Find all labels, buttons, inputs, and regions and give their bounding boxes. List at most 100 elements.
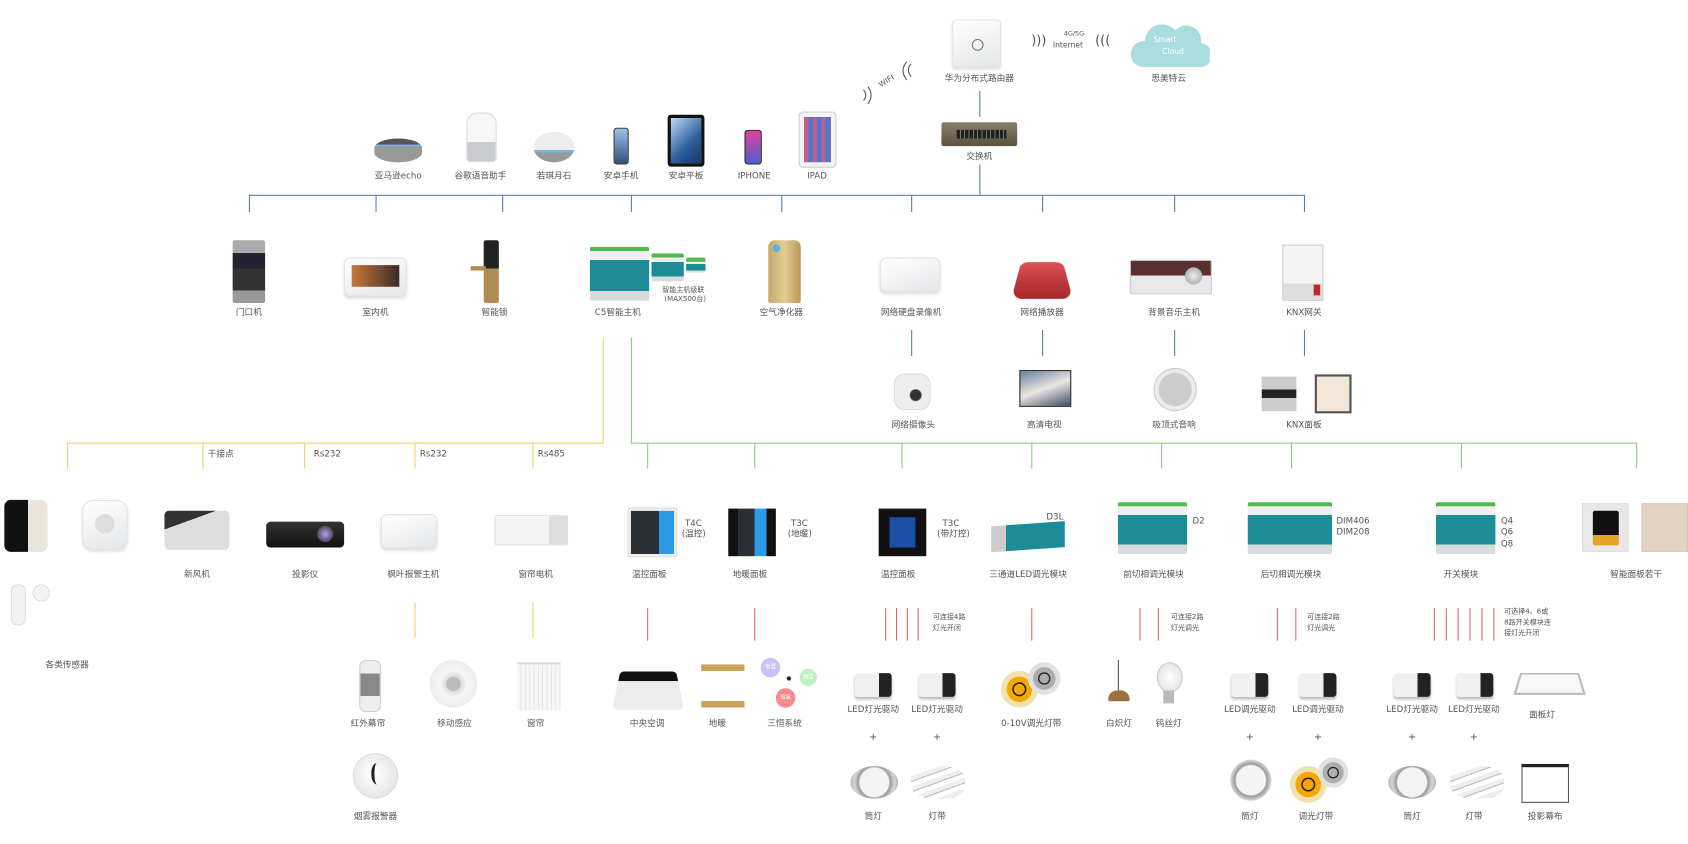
led-driver-image	[854, 673, 892, 697]
network-sub-label: 高清电视	[1026, 419, 1062, 430]
c5-host-image	[589, 246, 650, 301]
curtain-image	[517, 662, 561, 710]
sensors-label: 各类传感器	[45, 660, 89, 670]
endpoint-label: LED灯光驱动	[1448, 704, 1500, 715]
module-drop	[1460, 442, 1463, 469]
led-strip-image	[1450, 766, 1505, 799]
sanheng-node: 恒温	[760, 657, 781, 678]
sub-link	[1174, 330, 1176, 357]
plus-sign: +	[1313, 732, 1323, 744]
endpoint-label: LED灯光驱动	[911, 704, 963, 715]
ip-camera-image	[893, 373, 931, 411]
router-switch-link	[979, 90, 981, 117]
network-sub-label: KNX面板	[1286, 419, 1322, 430]
cloud-text-cloud: Cloud	[1162, 47, 1184, 57]
dimming-strip-image	[1317, 757, 1349, 788]
c5-module-bus	[630, 337, 633, 444]
channel-note: 灯光调光	[1170, 623, 1199, 632]
switch-image	[941, 122, 1018, 147]
model-label: (地暖)	[787, 529, 812, 539]
led-strip-image	[911, 766, 966, 799]
load-line	[532, 602, 534, 638]
c5-cascade-image	[651, 253, 684, 282]
model-label: DIM208	[1336, 526, 1370, 537]
bus-drop	[248, 194, 251, 213]
endpoint-label: LED灯光驱动	[1386, 704, 1438, 715]
plus-sign: +	[1245, 732, 1254, 744]
field-device-label: 新风机	[183, 569, 210, 579]
bus-label: Rs485	[537, 449, 565, 459]
light-label: 筒灯	[1403, 811, 1421, 822]
led-driver-image	[1393, 673, 1431, 697]
client-label: IPHONE	[737, 170, 771, 181]
signal-out-icon: )))	[1031, 32, 1047, 48]
network-device-label: KNX网关	[1286, 307, 1322, 318]
sub-link	[1042, 330, 1044, 357]
indoor-monitor-image	[344, 257, 407, 297]
light-label: 筒灯	[864, 811, 882, 822]
field-device-label: 投影仪	[292, 569, 319, 579]
load-line	[1295, 608, 1297, 641]
client-label: 亚马逊echo	[374, 170, 422, 181]
load-line	[1276, 608, 1279, 641]
module-drop	[1031, 442, 1033, 469]
light-label: 灯带	[1465, 811, 1483, 822]
bus-drop	[781, 194, 783, 213]
channel-note: 8路开关模块连	[1504, 617, 1551, 627]
network-player-image	[1011, 262, 1073, 299]
sub-link	[1303, 330, 1306, 357]
model-label: T3C	[942, 518, 960, 529]
model-label: D3L	[1046, 511, 1064, 522]
channel-note: 可选择4、6或	[1504, 607, 1549, 616]
smart-touch-panel-image	[1582, 503, 1629, 552]
c5-cascade-image	[686, 257, 706, 273]
led-driver-image	[1456, 673, 1494, 697]
led-strip-reel-image	[1027, 662, 1061, 695]
module-drop	[1636, 442, 1638, 469]
channel-note: 可连接2路	[1170, 612, 1204, 622]
field-device-label: 开关模块	[1443, 569, 1479, 579]
switch-bus-link	[979, 164, 981, 195]
d2-module-image	[1117, 502, 1188, 555]
led-dimming-driver-image	[1231, 673, 1269, 697]
tv-image	[1019, 370, 1072, 407]
network-device-label: 室内机	[362, 307, 389, 318]
downlight-image	[1388, 766, 1436, 799]
light-label: 灯带	[928, 811, 946, 822]
iphone-image	[744, 129, 762, 165]
light-label: 投影幕布	[1527, 811, 1563, 822]
android-tablet-image	[667, 114, 705, 167]
smart-key-panel-image	[1641, 503, 1688, 552]
ir-curtain-sensor-image	[359, 660, 381, 713]
channel-note: 灯光调光	[1307, 623, 1336, 632]
client-label: IPAD	[807, 170, 827, 181]
smart-lock-image	[470, 240, 499, 303]
module-drop	[754, 442, 756, 469]
load-line	[1493, 608, 1495, 641]
client-label: 谷歌语音助手	[454, 170, 507, 181]
endpoint-label: 红外幕帘	[350, 718, 386, 729]
bus-drop	[1174, 194, 1176, 213]
channel-note: 可连接4路	[932, 612, 966, 622]
c5-cascade-limit: (MAX500台)	[664, 294, 707, 303]
endpoint-label: LED调光驱动	[1292, 704, 1344, 715]
serial-drop	[304, 442, 306, 469]
knx-touch-panel-image	[1314, 374, 1352, 414]
c5-cascade-label: 智能主机级联	[662, 285, 705, 295]
knx-switch-panel-image	[1261, 376, 1297, 412]
network-device-label: 网络硬盘录像机	[880, 307, 942, 318]
bus-drop	[911, 194, 913, 213]
channel-note: 接灯光开闭	[1504, 628, 1540, 638]
door-station-image	[232, 240, 266, 303]
d3l-module-image	[991, 521, 1065, 553]
cloud-icon	[1130, 24, 1210, 68]
signal-in-icon: (((	[1095, 32, 1111, 48]
module-drop	[1290, 442, 1293, 469]
downlight-image	[850, 766, 899, 799]
nvr-image	[879, 257, 941, 293]
field-device-label: 前切相调光模块	[1123, 569, 1184, 579]
smoke-detector-image	[352, 753, 399, 799]
ipad-image	[798, 111, 837, 168]
motion-sensor-image	[429, 660, 478, 708]
ceiling-speaker-image	[1153, 367, 1197, 412]
